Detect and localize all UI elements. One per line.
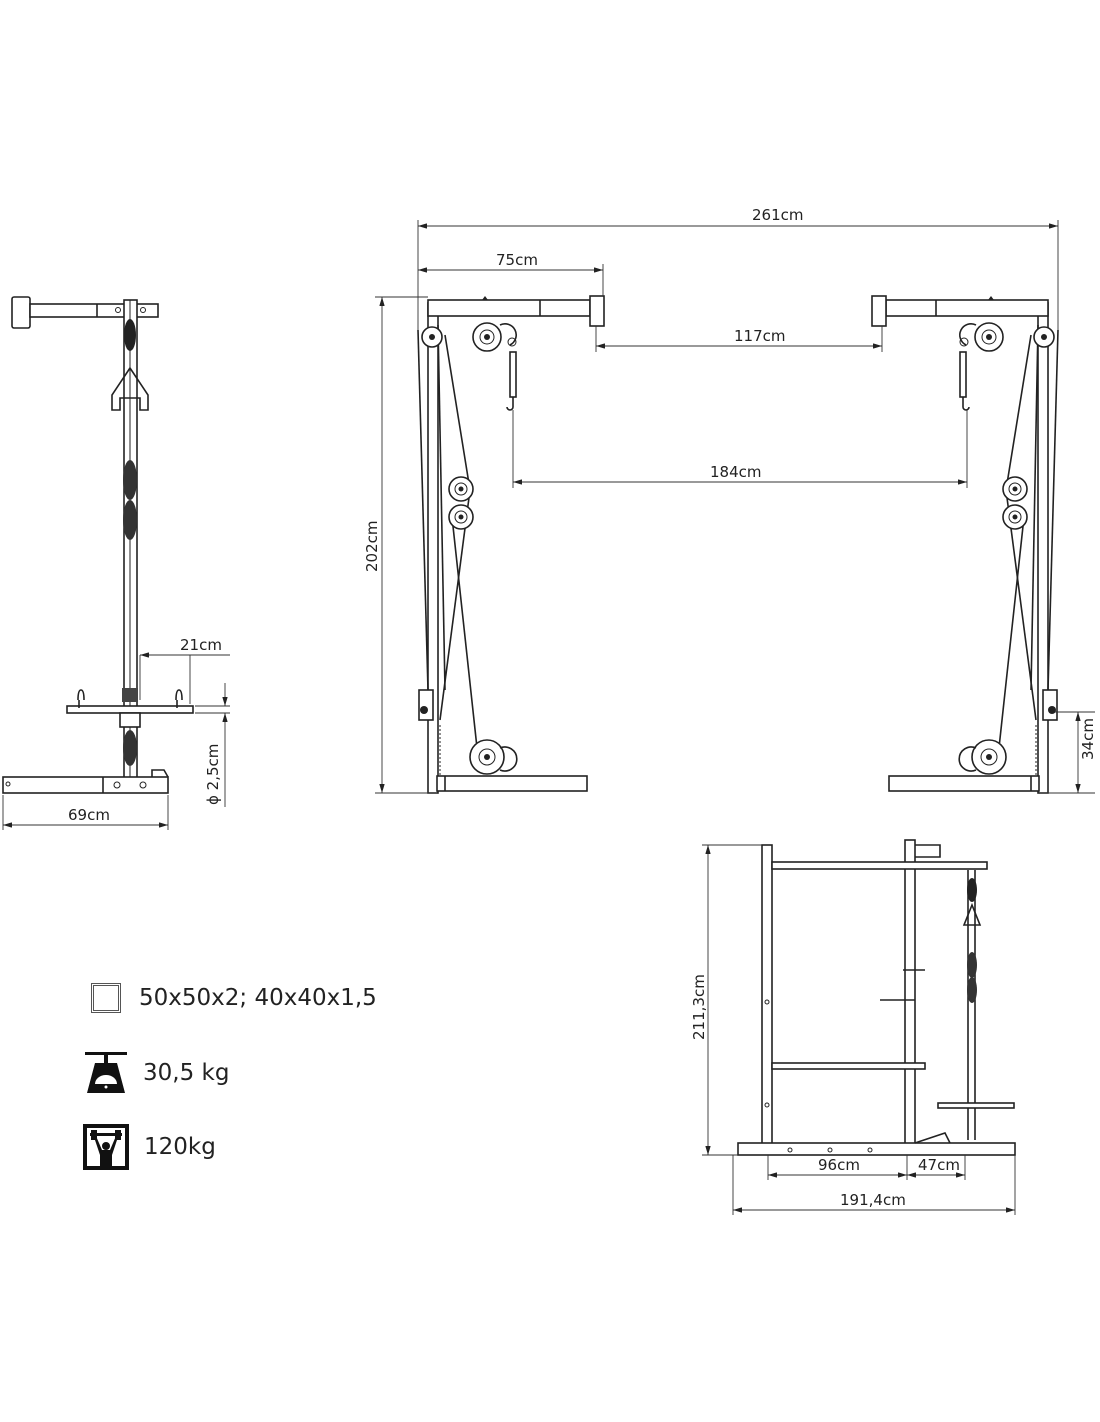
- scale-weight-icon: [85, 1052, 127, 1093]
- pulley: [472, 322, 502, 352]
- max-load-lifter-icon: [83, 1124, 129, 1170]
- dim-arm-gap: 117cm: [734, 327, 786, 345]
- legend-item-profile: 50x50x2; 40x40x1,5: [82, 983, 377, 1013]
- dim-rack-height: 211,3cm: [690, 974, 708, 1040]
- tube-profile-icon: [91, 983, 121, 1013]
- dim-tower-depth: 47cm: [918, 1156, 960, 1174]
- legend-item-weight: 30,5 kg: [82, 1050, 229, 1096]
- legend-text: 120kg: [144, 1134, 216, 1160]
- dim-total-length: 191,4cm: [840, 1191, 906, 1209]
- dim-bar-offset: 21cm: [180, 636, 222, 654]
- legend-text: 50x50x2; 40x40x1,5: [139, 985, 377, 1011]
- dim-front-height: 202cm: [363, 521, 381, 573]
- dim-arm-length: 75cm: [496, 251, 538, 269]
- legend-item-max-load: 120kg: [82, 1123, 216, 1171]
- dim-side-depth: 69cm: [68, 806, 110, 824]
- right-tower: [871, 295, 1059, 794]
- front-view: 261cm 75cm 202cm 117cm 184cm 34cm: [363, 206, 1097, 794]
- dim-rack-depth: 96cm: [818, 1156, 860, 1174]
- dim-total-width: 261cm: [752, 206, 804, 224]
- legend-text: 30,5 kg: [143, 1060, 230, 1086]
- dim-handle-gap: 184cm: [710, 463, 762, 481]
- dim-low-pulley: 34cm: [1079, 718, 1097, 760]
- dim-bar-diameter: ϕ 2,5cm: [204, 744, 222, 805]
- side-view: 21cm ϕ 2,5cm 69cm: [2, 296, 230, 830]
- left-tower: [417, 295, 605, 794]
- rack-view: 211,3cm 96cm 47cm 191,4cm: [690, 839, 1016, 1215]
